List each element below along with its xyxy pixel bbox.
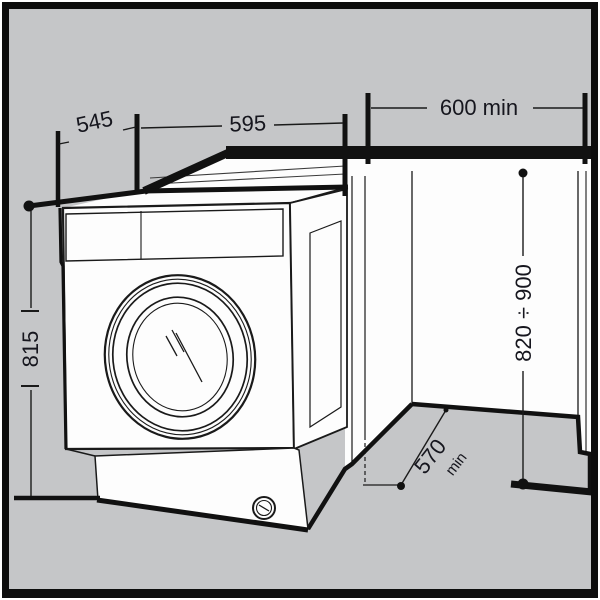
machine-plinth-step: [65, 448, 96, 457]
niche-floor-left-junction: [306, 402, 414, 531]
dim-label-niche-height: 820 ÷ 900: [511, 264, 536, 362]
porthole-door: [103, 274, 257, 440]
junction-dot: [23, 200, 35, 212]
door-glass-reflections: [165, 329, 203, 383]
wall-counter-junction: [28, 188, 147, 209]
machine-side-recess: [309, 220, 342, 429]
machine-left-edge: [58, 207, 68, 450]
machine-side-panel: [289, 187, 348, 451]
worktop-left-slant-edge: [142, 148, 232, 195]
control-panel: [65, 208, 284, 262]
dim-label-machine-height: 815: [18, 331, 43, 368]
dimension-595: 595: [140, 110, 348, 196]
worktop-top-edge: [226, 146, 592, 159]
dimension-820-900: 820 ÷ 900: [511, 168, 536, 490]
dimension-600-min: 600 min: [365, 93, 588, 164]
worktop-bottom-edge: [143, 184, 349, 194]
dim-label-machine-width: 595: [229, 110, 267, 136]
dim-label-niche-width: 600 min: [440, 95, 518, 120]
machine-plinth-bottom-edge: [96, 497, 309, 533]
drain-filter-cap: [252, 496, 276, 520]
dimension-815: 815: [14, 211, 100, 501]
